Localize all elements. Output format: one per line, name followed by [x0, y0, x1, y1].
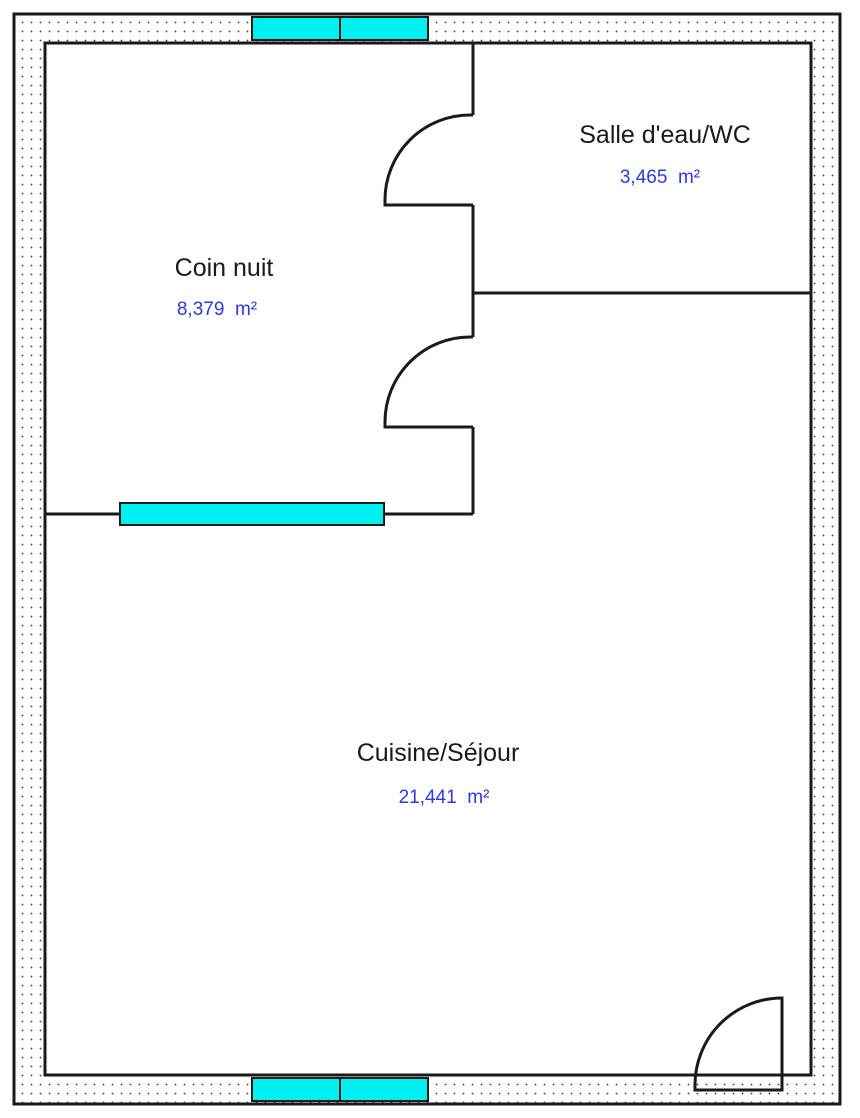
room-area: 21,441 m² — [399, 787, 490, 808]
door-bathroom — [383, 113, 473, 207]
room-coin-nuit: Coin nuit 8,379 m² — [175, 254, 274, 320]
exterior-wall-outer-edge — [12, 12, 842, 1106]
door-bedroom — [383, 335, 473, 429]
interior-walls — [45, 43, 811, 516]
room-cuisine-sejour: Cuisine/Séjour 21,441 m² — [357, 739, 520, 808]
room-name: Cuisine/Séjour — [357, 739, 520, 767]
exterior-wall-inner-edge — [43, 41, 813, 1077]
window-bottom — [251, 1077, 429, 1102]
window-top — [251, 16, 429, 41]
window-partition — [119, 502, 385, 526]
door-entrance — [693, 996, 784, 1092]
room-name: Coin nuit — [175, 254, 274, 282]
exterior-wall — [14, 14, 840, 1104]
room-salle-d-eau: Salle d'eau/WC 3,465 m² — [579, 121, 751, 188]
room-name: Salle d'eau/WC — [579, 121, 751, 149]
room-area: 3,465 m² — [620, 167, 700, 188]
room-area: 8,379 m² — [177, 299, 257, 320]
